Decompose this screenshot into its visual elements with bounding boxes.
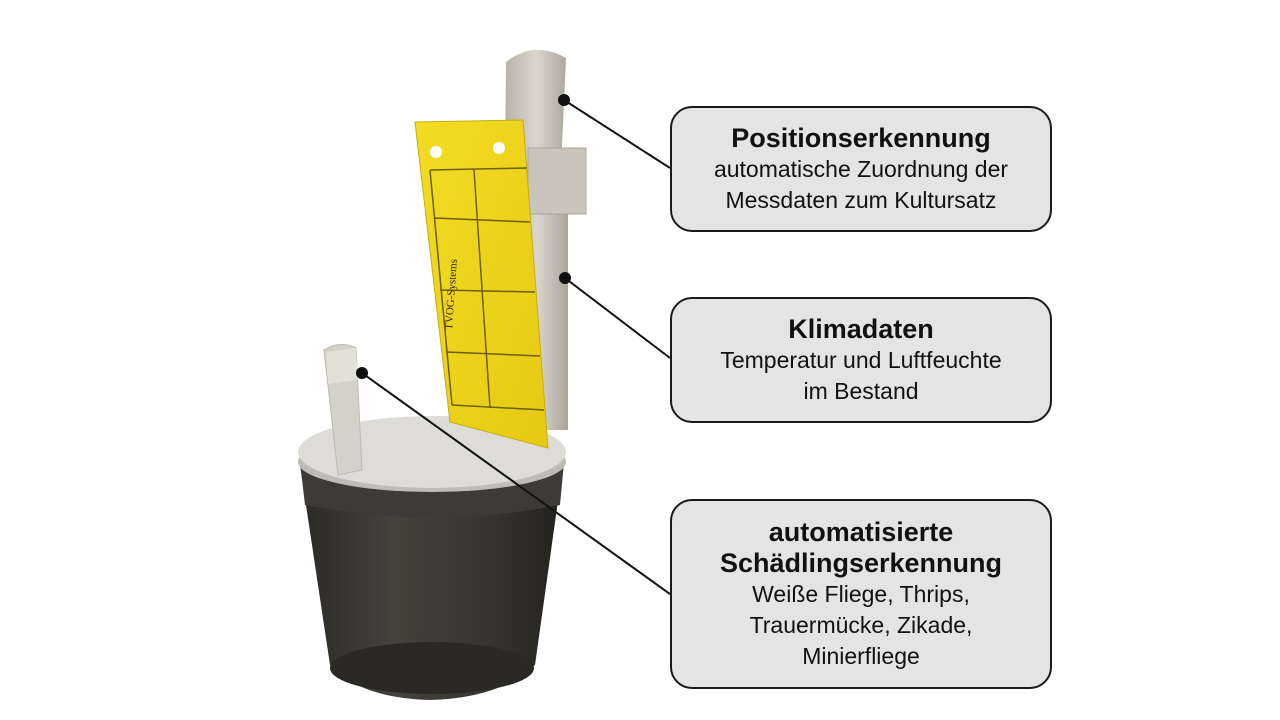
yellow-sticky-trap: TVOG-Systems [414, 119, 549, 449]
position-marker-stick [323, 344, 363, 476]
callout-pest-detection: automatisierte Schädlingserkennung Weiße… [670, 499, 1052, 689]
anchor-dot-position [558, 94, 570, 106]
callout-title: Positionserkennung [731, 122, 991, 153]
anchor-dot-pest [356, 367, 368, 379]
card-brand-label: TVOG-Systems [443, 259, 460, 331]
callout-title: Schädlingserkennung [719, 547, 1003, 578]
callout-climate-data: Klimadaten Temperatur und Luftfeuchte im… [670, 297, 1052, 423]
callout-position-detection: Positionserkennung automatische Zuordnun… [670, 106, 1052, 232]
callout-text: Minierfliege [802, 642, 920, 669]
callout-text: Messdaten zum Kultursatz [725, 186, 997, 213]
callout-text: Trauermücke, Zikade, [749, 611, 973, 638]
callout-title: Klimadaten [788, 313, 934, 344]
connector-klima [564, 277, 671, 359]
callout-text: Weiße Fliege, Thrips, [752, 580, 970, 607]
connector-dots [356, 94, 571, 379]
callout-text: automatische Zuordnung der [713, 155, 1009, 182]
connector-lines [361, 99, 671, 595]
plant-pot [300, 462, 564, 700]
connector-position [563, 99, 671, 169]
anchor-dot-klima [559, 272, 571, 284]
callout-title: automatisierte [768, 516, 954, 547]
connector-pest [361, 372, 671, 595]
callout-text: im Bestand [803, 377, 919, 404]
callout-text: Temperatur und Luftfeuchte [720, 346, 1002, 373]
